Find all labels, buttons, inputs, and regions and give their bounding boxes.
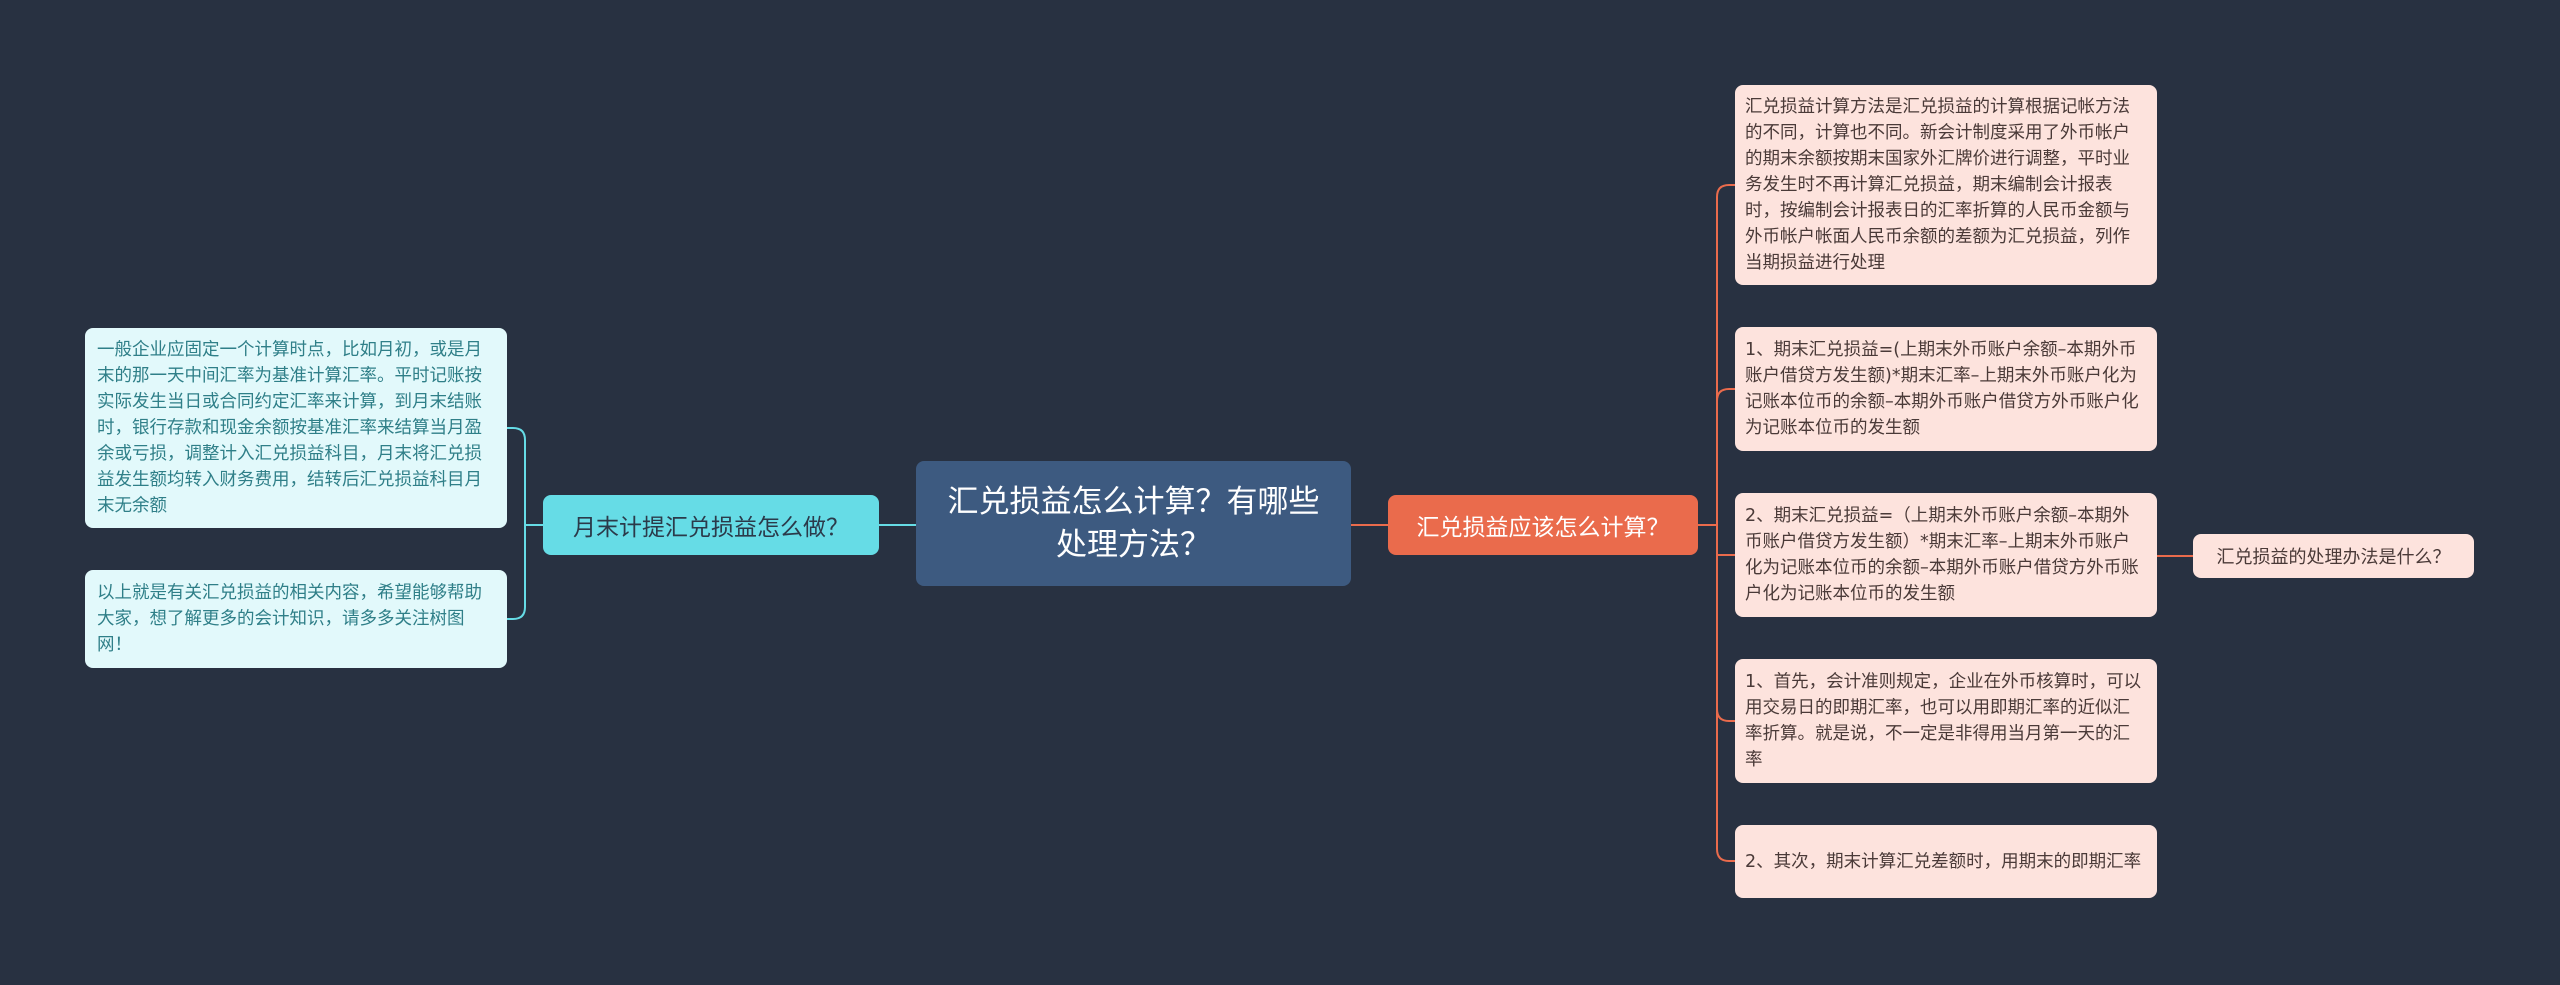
connector-right-leaf-1 — [1716, 184, 1735, 525]
leaf-formula-2[interactable]: 2、期末汇兑损益=（上期末外币账户余额–本期外币账户借贷方发生额）*期末汇率–上… — [1735, 493, 2157, 617]
branch-monthly-accrual-label: 月末计提汇兑损益怎么做？ — [573, 515, 849, 541]
connector-right-leaf-3 — [1716, 525, 1735, 556]
leaf-text: 汇兑损益的处理办法是什么？ — [2216, 547, 2451, 568]
root-topic[interactable]: 汇兑损益怎么计算？有哪些处理方法？ — [916, 461, 1351, 586]
leaf-formula-1[interactable]: 1、期末汇兑损益=(上期末外币账户余额–本期外币账户借贷方发生额)*期末汇率–上… — [1735, 327, 2157, 451]
connector-right-leaf-5 — [1716, 709, 1735, 862]
leaf-monthly-accrual-method[interactable]: 一般企业应固定一个计算时点，比如月初，或是月末的那一天中间汇率为基准计算汇率。平… — [85, 328, 507, 528]
connector-left-leaf-1 — [507, 427, 543, 526]
leaf-text: 汇兑损益计算方法是汇兑损益的计算根据记帐方法的不同，计算也不同。新会计制度采用了… — [1745, 97, 2130, 273]
leaf-rule-period-end[interactable]: 2、其次，期末计算汇兑差额时，用期末的即期汇率 — [1735, 825, 2157, 898]
leaf-text: 2、其次，期末计算汇兑差额时，用期末的即期汇率 — [1745, 851, 2142, 872]
connector-left-leaf-2 — [507, 525, 526, 620]
leaf-text: 一般企业应固定一个计算时点，比如月初，或是月末的那一天中间汇率为基准计算汇率。平… — [97, 340, 482, 516]
connector-right-leaf-2 — [1716, 388, 1735, 402]
leaf-text: 1、首先，会计准则规定，企业在外币核算时，可以用交易日的即期汇率，也可以用即期汇… — [1745, 672, 2142, 770]
connector-right-leaf-4 — [1716, 555, 1735, 722]
branch-calculation-method-label: 汇兑损益应该怎么计算？ — [1416, 515, 1670, 541]
root-topic-label: 汇兑损益怎么计算？有哪些处理方法？ — [947, 483, 1320, 563]
leaf-text: 2、期末汇兑损益=（上期末外币账户余额–本期外币账户借贷方发生额）*期末汇率–上… — [1745, 506, 2139, 604]
leaf-text: 以上就是有关汇兑损益的相关内容，希望能够帮助大家，想了解更多的会计知识，请多多关… — [97, 583, 482, 655]
leaf-closing-note[interactable]: 以上就是有关汇兑损益的相关内容，希望能够帮助大家，想了解更多的会计知识，请多多关… — [85, 570, 507, 668]
leaf-text: 1、期末汇兑损益=(上期末外币账户余额–本期外币账户借贷方发生额)*期末汇率–上… — [1745, 340, 2139, 438]
branch-monthly-accrual[interactable]: 月末计提汇兑损益怎么做？ — [543, 495, 879, 555]
leaf-handling-method[interactable]: 汇兑损益的处理办法是什么？ — [2193, 534, 2474, 578]
leaf-calculation-overview[interactable]: 汇兑损益计算方法是汇兑损益的计算根据记帐方法的不同，计算也不同。新会计制度采用了… — [1735, 85, 2157, 285]
branch-calculation-method[interactable]: 汇兑损益应该怎么计算？ — [1388, 495, 1698, 555]
leaf-rule-spot-rate[interactable]: 1、首先，会计准则规定，企业在外币核算时，可以用交易日的即期汇率，也可以用即期汇… — [1735, 659, 2157, 783]
